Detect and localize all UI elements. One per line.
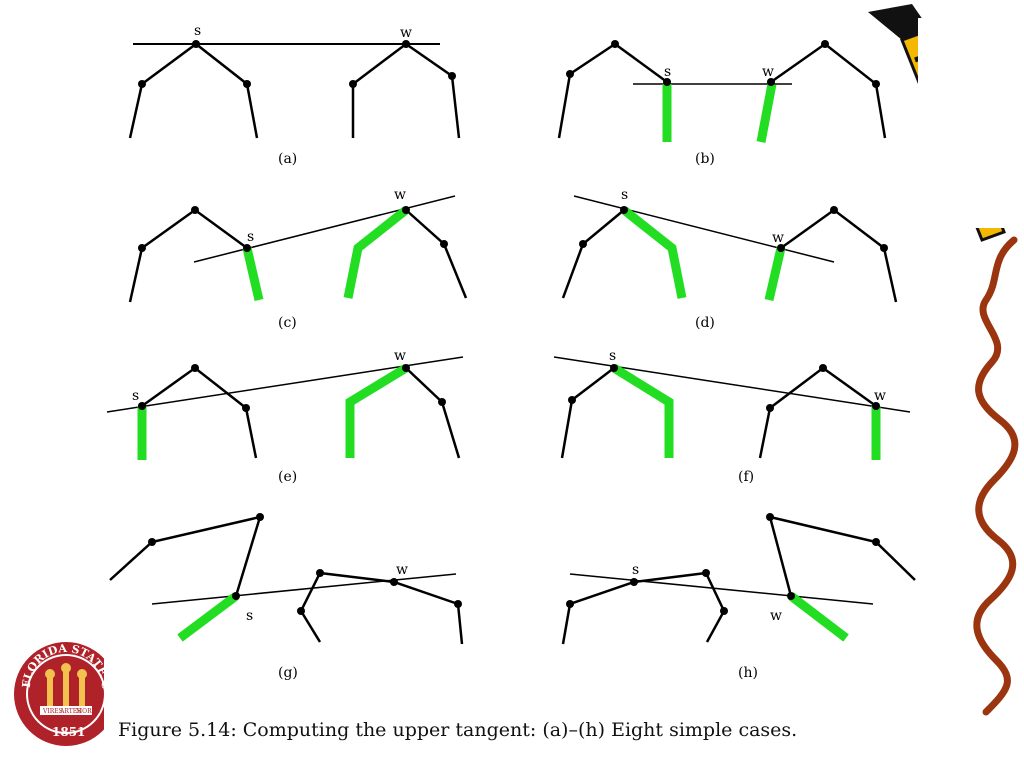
hull-right <box>768 515 916 597</box>
svg-text:FLORIDA STATE UNIVERSITY: FLORIDA STATE UNIVERSITY <box>0 0 112 691</box>
point-s-label: s <box>247 229 254 245</box>
point-w-label: w <box>772 230 784 246</box>
highlight-edge <box>611 364 674 458</box>
point-w-label: w <box>874 388 886 404</box>
hull-right <box>405 209 468 299</box>
highlight-edge <box>788 592 849 642</box>
panel-label: (a) <box>278 151 297 167</box>
hull-left <box>141 366 258 459</box>
hull-right <box>351 42 461 139</box>
hull-left <box>557 42 668 139</box>
panel-label: (d) <box>695 315 715 331</box>
figure-caption: Figure 5.14: Computing the upper tangent… <box>118 719 798 741</box>
hull-left <box>561 209 625 299</box>
hull-left <box>560 367 615 459</box>
squiggle-line-icon <box>973 236 1019 716</box>
seal-motto: VIRES <box>42 708 63 715</box>
panel-label: (b) <box>695 151 715 167</box>
panel-d: s w (d) <box>561 187 898 331</box>
point-s-label: s <box>632 562 639 578</box>
point-s-label: s <box>609 348 616 364</box>
panel-h: s w (h) <box>561 513 916 681</box>
point-s-label: s <box>132 388 139 404</box>
point-w-label: w <box>394 348 406 364</box>
point-s-label: s <box>194 23 201 39</box>
highlight-edge <box>764 246 786 302</box>
hull-left <box>128 42 259 139</box>
tangent-line <box>573 195 835 263</box>
panel-c: s w (c) <box>128 187 468 331</box>
tangent-line <box>151 573 457 605</box>
hull-right <box>770 42 887 139</box>
point-s-label: s <box>664 64 671 80</box>
point-w-label: w <box>394 187 406 203</box>
panel-a: s w (a) <box>128 23 461 167</box>
point-w-label: w <box>762 64 774 80</box>
seal-motto: ARTES <box>59 708 81 715</box>
point-w-label: w <box>396 562 408 578</box>
point-w-label: w <box>770 608 782 624</box>
highlight-edge <box>242 246 264 302</box>
hull-left <box>561 571 726 645</box>
hull-right <box>758 366 877 459</box>
highlight-edge <box>345 364 409 458</box>
point-s-label: s <box>246 608 253 624</box>
seal-motto: MORES <box>76 708 100 715</box>
fsu-seal-icon: FLORIDA STATE UNIVERSITY VIRES ARTES MOR… <box>0 0 118 750</box>
hull-right <box>780 208 898 303</box>
tangent-line <box>553 356 911 413</box>
highlight-edge <box>756 83 777 143</box>
seal-year: 1851 <box>52 725 85 739</box>
highlight-edge <box>343 206 409 299</box>
panel-label: (g) <box>278 665 298 681</box>
panel-e: s w (e) <box>106 348 464 485</box>
panel-label: (e) <box>278 469 297 485</box>
point-s-label: s <box>621 187 628 203</box>
hull-left <box>128 208 248 303</box>
panel-g: s w (g) <box>109 513 464 681</box>
tangent-line <box>106 356 464 413</box>
panel-label: (f) <box>738 469 754 485</box>
panel-label: (c) <box>278 315 297 331</box>
tangent-line <box>193 195 456 263</box>
highlight-edge <box>177 592 239 642</box>
hull-left <box>109 515 262 597</box>
hull-right <box>405 367 461 459</box>
panel-label: (h) <box>738 665 758 681</box>
hull-right <box>299 571 464 645</box>
seal-text: FLORIDA STATE UNIVERSITY <box>0 0 112 691</box>
panel-b: s w (b) <box>557 40 887 167</box>
tangent-line <box>569 573 874 605</box>
pencil-icon <box>868 4 1020 242</box>
point-w-label: w <box>400 25 412 41</box>
highlight-edge <box>621 206 687 299</box>
panel-f: s w (f) <box>553 348 911 485</box>
